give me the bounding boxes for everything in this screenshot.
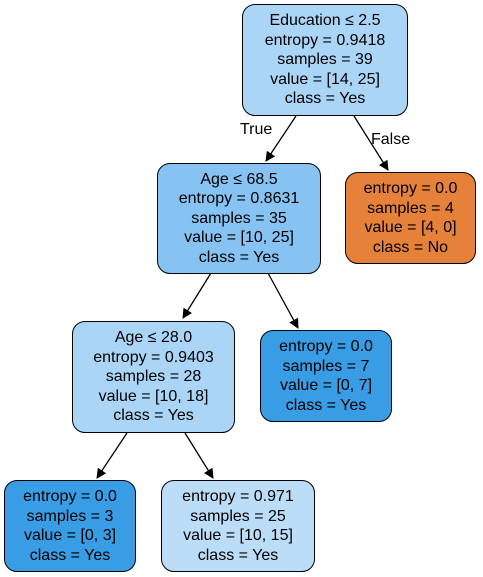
node-root-split: Education ≤ 2.5 [269, 12, 381, 30]
node-age-split-class: class = Yes [198, 248, 280, 266]
node-leaf-yes-7-samples: samples = 7 [282, 357, 370, 375]
node-leaf-yes-7-value: value = [0, 7] [279, 377, 373, 394]
node-age-split-2: Age ≤ 28.0 entropy = 0.9403 samples = 28… [72, 321, 235, 433]
node-age-split-2-value: value = [10, 18] [98, 387, 209, 405]
edge-age-split-to-age-split-2 [182, 272, 212, 319]
node-age-split-2-samples: samples = 28 [105, 368, 202, 386]
node-leaf-no-value: value = [4, 0] [364, 219, 457, 236]
node-leaf-yes-25-class: class = Yes [197, 546, 279, 564]
node-age-split-split: Age ≤ 68.5 [200, 170, 278, 188]
edge-label-false: False [371, 131, 411, 148]
edge-age-split-to-leaf-yes-7 [267, 272, 299, 329]
node-leaf-no-samples: samples = 4 [367, 199, 454, 217]
node-leaf-no-entropy: entropy = 0.0 [363, 180, 458, 197]
edge-root-to-age-split [265, 115, 297, 162]
node-leaf-yes-3-value: value = [0, 3] [23, 527, 117, 544]
edge-age-split-2-to-leaf-yes-3 [96, 432, 128, 479]
node-age-split: Age ≤ 68.5 entropy = 0.8631 samples = 35… [157, 163, 321, 274]
node-root-class: class = Yes [284, 90, 366, 108]
node-leaf-yes-25-entropy: entropy = 0.971 [182, 488, 294, 505]
node-leaf-yes-3-samples: samples = 3 [26, 507, 114, 525]
node-leaf-yes-25: entropy = 0.971 samples = 25 value = [10… [161, 480, 315, 572]
node-leaf-yes-7: entropy = 0.0 samples = 7 value = [0, 7]… [260, 330, 392, 422]
node-leaf-yes-3-entropy: entropy = 0.0 [23, 488, 117, 505]
node-root: Education ≤ 2.5 entropy = 0.9418 samples… [242, 4, 408, 116]
node-leaf-yes-7-entropy: entropy = 0.0 [279, 338, 373, 355]
node-leaf-yes-25-samples: samples = 25 [190, 507, 286, 525]
node-age-split-2-split: Age ≤ 28.0 [114, 329, 193, 347]
node-root-value: value = [14, 25] [270, 70, 380, 88]
node-leaf-yes-7-class: class = Yes [285, 396, 367, 414]
edge-age-split-2-to-leaf-yes-25 [184, 432, 214, 479]
node-age-split-samples: samples = 35 [191, 209, 287, 227]
node-age-split-2-class: class = Yes [113, 407, 194, 425]
node-age-split-2-entropy: entropy = 0.9403 [93, 348, 214, 366]
node-leaf-no-class: class = No [372, 238, 449, 256]
node-age-split-value: value = [10, 25] [184, 229, 294, 247]
node-leaf-no: entropy = 0.0 samples = 4 value = [4, 0]… [345, 172, 476, 264]
node-root-samples: samples = 39 [277, 51, 373, 69]
edge-root-to-leaf-no [353, 115, 389, 171]
node-leaf-yes-3: entropy = 0.0 samples = 3 value = [0, 3]… [4, 480, 136, 572]
node-root-entropy: entropy = 0.9418 [264, 31, 386, 49]
node-leaf-yes-3-class: class = Yes [29, 546, 111, 564]
edge-label-true: True [240, 121, 273, 138]
node-age-split-entropy: entropy = 0.8631 [178, 190, 300, 208]
node-leaf-yes-25-value: value = [10, 15] [183, 527, 293, 544]
